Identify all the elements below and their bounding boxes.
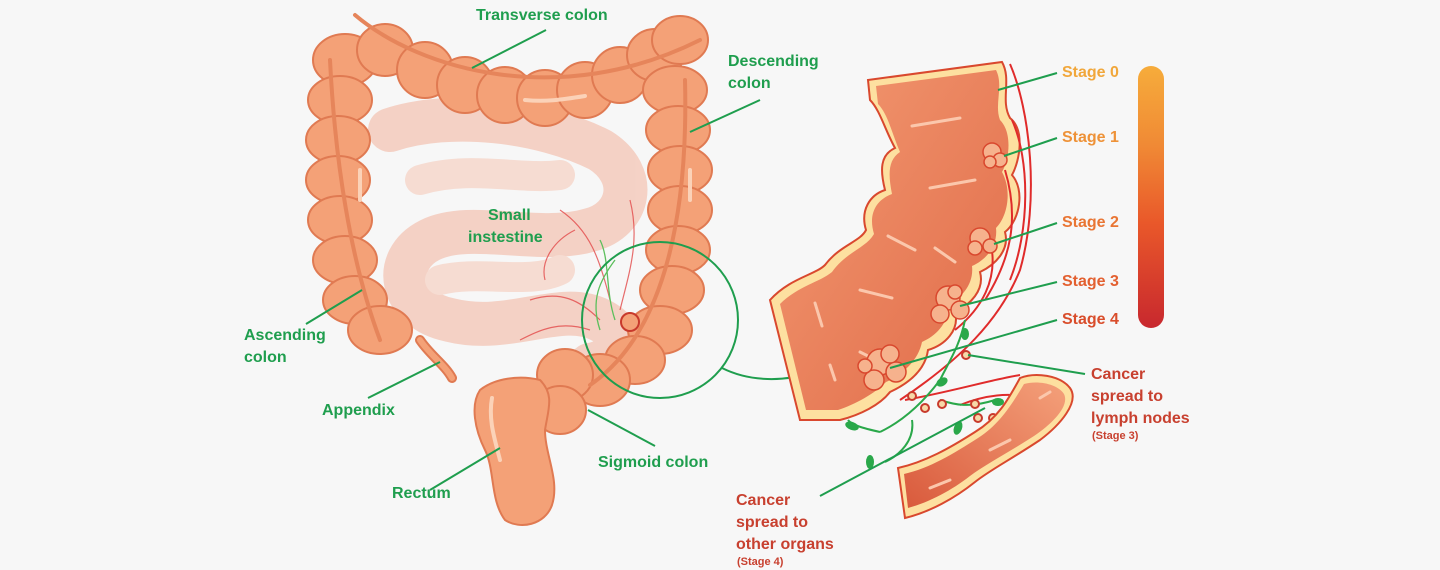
leader-lines xyxy=(305,29,1086,497)
tumor-stage-3 xyxy=(930,284,970,324)
enlarged-colon-section xyxy=(768,60,1021,421)
lymph-node-leaves xyxy=(845,328,1004,469)
callout-lymph-note: (Stage 3) xyxy=(1092,430,1139,442)
lymph-vessels-left xyxy=(595,239,616,331)
callout-lymph-line3: lymph nodes xyxy=(1091,410,1190,427)
lymph-nodes xyxy=(907,350,998,423)
label-transverse-colon: Transverse colon xyxy=(476,7,608,24)
tissue-highlights xyxy=(813,116,977,382)
label-stage-1: Stage 1 xyxy=(1062,129,1119,146)
tumor-stage-2 xyxy=(967,227,998,256)
tumor-stage-1 xyxy=(982,142,1008,169)
label-small-intestine-line2: instestine xyxy=(468,229,543,246)
other-organ xyxy=(896,374,1074,520)
label-sigmoid-colon: Sigmoid colon xyxy=(598,454,709,471)
callout-organs-line2: spread to xyxy=(736,514,809,531)
rectum xyxy=(473,376,556,526)
label-stage-2: Stage 2 xyxy=(1062,214,1119,231)
colon-highlights xyxy=(358,94,692,202)
callout-organs-note: (Stage 4) xyxy=(737,556,784,568)
label-appendix: Appendix xyxy=(322,402,395,419)
callout-organs-line3: other organs xyxy=(736,536,834,553)
label-small-intestine-line1: Small xyxy=(488,207,531,224)
callout-lymph-line1: Cancer xyxy=(1091,366,1146,383)
tumor-marker-left xyxy=(620,312,640,332)
callout-lymph-line2: spread to xyxy=(1091,388,1164,405)
label-descending-colon-line2: colon xyxy=(728,75,771,92)
label-stage-4: Stage 4 xyxy=(1062,311,1119,328)
stage-gradient-bar xyxy=(1138,66,1164,328)
label-rectum: Rectum xyxy=(392,485,451,502)
label-ascending-colon-line1: Ascending xyxy=(244,327,326,344)
magnify-circle xyxy=(581,241,739,399)
label-stage-0: Stage 0 xyxy=(1062,64,1119,81)
label-stage-3: Stage 3 xyxy=(1062,273,1119,290)
label-ascending-colon-line2: colon xyxy=(244,349,287,366)
blood-vessels-right xyxy=(899,63,1032,406)
label-descending-colon-line1: Descending xyxy=(728,53,819,70)
taenia-bands xyxy=(328,13,702,387)
callout-organs-line1: Cancer xyxy=(736,492,791,509)
